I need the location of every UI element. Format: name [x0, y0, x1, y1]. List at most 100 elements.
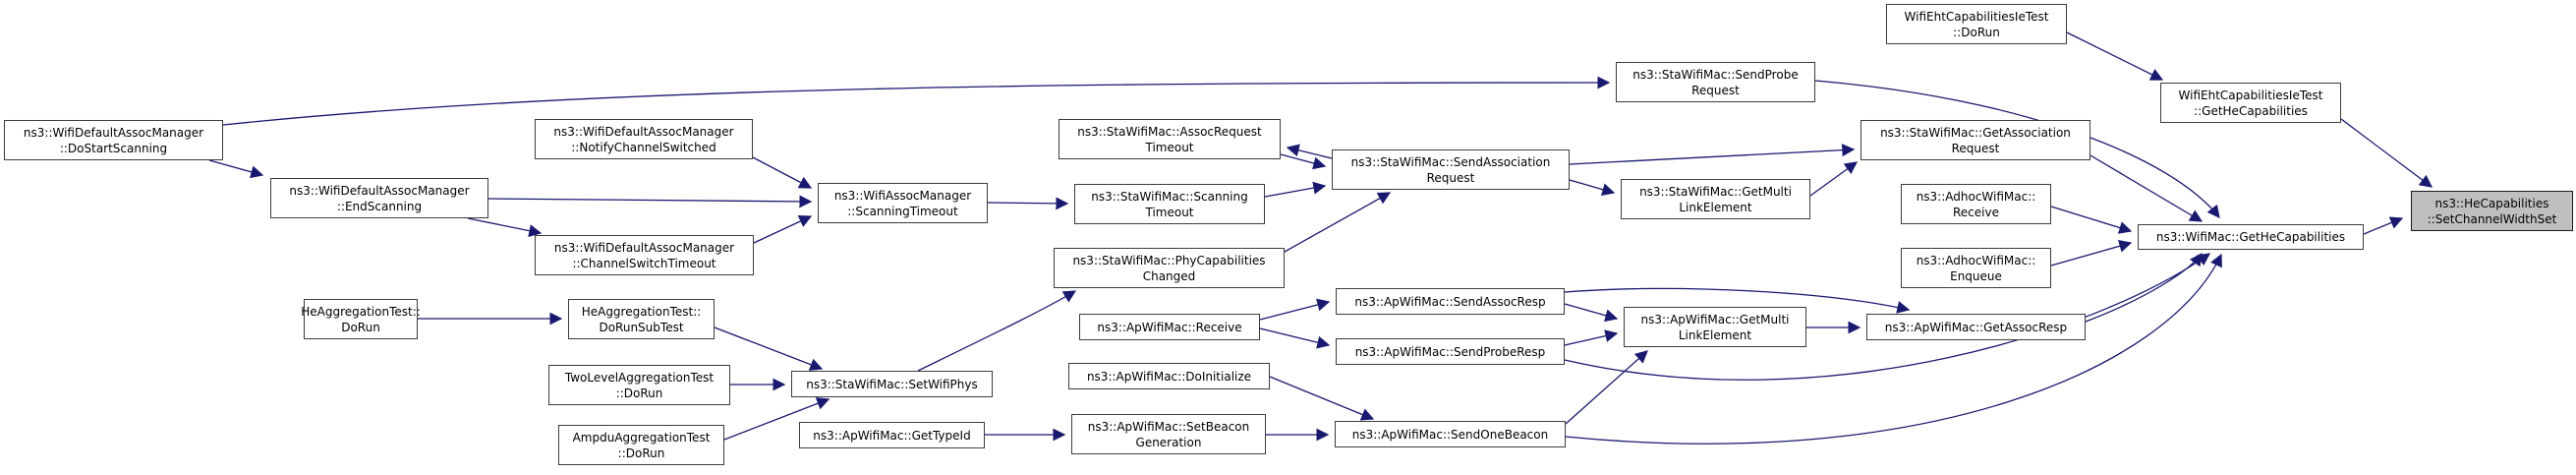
node-label: LinkElement [1679, 200, 1752, 214]
node-label: ns3::AdhocWifiMac:: [1916, 189, 2036, 204]
node-label: ns3::StaWifiMac::SendAssociation [1350, 154, 1551, 169]
node-label: ns3::WifiMac::GetHeCapabilities [2155, 230, 2346, 244]
node-label: ns3::HeCapabilities [2434, 196, 2549, 210]
node-label: ::ChannelSwitchTimeout [572, 256, 716, 270]
node-label: ::EndScanning [336, 199, 423, 213]
node-label: ns3::ApWifiMac::Receive [1097, 320, 1242, 334]
node-label: Receive [1953, 205, 1999, 219]
node-label: ::DoStartScanning [59, 141, 168, 155]
node-ap-set-beacon-generation[interactable]: ns3::ApWifiMac::SetBeacon Generation [1071, 414, 1266, 454]
node-do-start-scanning[interactable]: ns3::WifiDefaultAssocManager ::DoStartSc… [4, 120, 223, 160]
node-label: HeAggregationTest:: [301, 304, 421, 319]
edge-send-association-request-to-assoc-request-timeout [1286, 144, 1333, 159]
node-label: HeAggregationTest:: [581, 304, 702, 319]
node-label: ::DoRun [615, 386, 663, 400]
node-label: ns3::ApWifiMac::GetMulti [1640, 312, 1790, 327]
node-he-set-channel-width-set-target: ns3::HeCapabilities ::SetChannelWidthSet [2411, 191, 2573, 231]
node-label: ns3::ApWifiMac::DoInitialize [1086, 369, 1252, 384]
node-label: Changed [1142, 268, 1196, 283]
node-he-aggregation-do-run[interactable]: HeAggregationTest:: DoRun [301, 299, 421, 339]
node-label: DoRun [341, 320, 380, 334]
node-label: ns3::WifiDefaultAssocManager [289, 183, 470, 198]
node-label: ::DoRun [617, 445, 665, 460]
node-label: TwoLevelAggregationTest [564, 370, 715, 385]
node-ap-get-type-id[interactable]: ns3::ApWifiMac::GetTypeId [799, 422, 985, 448]
edge-get-assoc-resp-to-wifi-mac-get-he-capabilities [2085, 252, 2203, 323]
node-label: Request [1951, 141, 2000, 155]
node-label: ns3::WifiDefaultAssocManager [23, 125, 204, 140]
edge-channel-switch-timeout-to-assoc-mgr-scanning-timeout [753, 215, 813, 244]
node-label: ns3::ApWifiMac::GetTypeId [813, 428, 971, 443]
node-label: ns3::AdhocWifiMac:: [1916, 253, 2036, 267]
node-end-scanning[interactable]: ns3::WifiDefaultAssocManager ::EndScanni… [270, 178, 488, 218]
edge-wifi-mac-get-he-capabilities-to-set-channel-width-set [2363, 216, 2404, 235]
edge-adhoc-receive-to-wifi-mac-get-he-capabilities [2050, 206, 2133, 234]
node-notify-channel-switched[interactable]: ns3::WifiDefaultAssocManager ::NotifyCha… [535, 119, 753, 159]
node-label: ns3::WifiAssocManager [833, 188, 972, 203]
edge-notify-channel-switched-to-assoc-mgr-scanning-timeout [752, 156, 813, 189]
node-ap-send-probe-resp[interactable]: ns3::ApWifiMac::SendProbeResp [1336, 338, 1565, 365]
node-label: LinkElement [1678, 327, 1752, 342]
node-label: ns3::StaWifiMac::SendProbe [1632, 67, 1799, 82]
node-ap-get-assoc-resp[interactable]: ns3::ApWifiMac::GetAssocResp [1866, 314, 2086, 340]
node-ap-send-assoc-resp[interactable]: ns3::ApWifiMac::SendAssocResp [1336, 288, 1565, 315]
node-sta-set-wifi-phys[interactable]: ns3::StaWifiMac::SetWifiPhys [791, 371, 993, 397]
node-assoc-mgr-scanning-timeout[interactable]: ns3::WifiAssocManager ::ScanningTimeout [818, 183, 988, 223]
node-sta-scanning-timeout[interactable]: ns3::StaWifiMac::Scanning Timeout [1074, 184, 1265, 224]
node-label: ns3::ApWifiMac::SendAssocResp [1354, 294, 1546, 309]
node-adhoc-enqueue[interactable]: ns3::AdhocWifiMac:: Enqueue [1901, 248, 2051, 288]
edge-get-association-request-to-wifi-mac-get-he-capabilities [2089, 154, 2204, 222]
node-ampdu-do-run[interactable]: AmpduAggregationTest ::DoRun [558, 425, 724, 465]
edge-sta-get-multi-link-element-to-get-association-request [1809, 161, 1859, 197]
edge-eht-test-get-he-capabilities-to-set-channel-width-set [2340, 118, 2433, 188]
node-eht-test-get-he-capabilities[interactable]: WifiEhtCapabilitiesIeTest ::GetHeCapabil… [2160, 83, 2341, 123]
node-ap-get-multi-link-element[interactable]: ns3::ApWifiMac::GetMulti LinkElement [1624, 307, 1806, 347]
node-two-level-do-run[interactable]: TwoLevelAggregationTest ::DoRun [548, 365, 730, 405]
edge-send-association-request-to-get-association-request [1569, 144, 1856, 165]
edge-eht-test-do-run-to-eht-test-get-he-capabilities [2066, 31, 2164, 81]
node-adhoc-receive[interactable]: ns3::AdhocWifiMac:: Receive [1901, 184, 2051, 224]
node-eht-test-do-run[interactable]: WifiEhtCapabilitiesIeTest ::DoRun [1886, 4, 2067, 44]
node-wifi-mac-get-he-capabilities[interactable]: ns3::WifiMac::GetHeCapabilities [2138, 224, 2364, 250]
edge-do-start-scanning-to-send-probe-request [222, 76, 1611, 126]
edge-send-one-beacon-to-ap-get-multi-link-element [1565, 350, 1648, 425]
edge-do-initialize-to-send-one-beacon [1269, 376, 1375, 421]
node-label: ns3::StaWifiMac::SetWifiPhys [806, 377, 978, 391]
edge-phy-capabilities-changed-to-send-association-request [1284, 192, 1392, 253]
node-channel-switch-timeout[interactable]: ns3::WifiDefaultAssocManager ::ChannelSw… [535, 235, 754, 275]
node-label: ns3::StaWifiMac::Scanning [1091, 189, 1248, 204]
node-label: Timeout [1145, 140, 1194, 154]
node-sta-send-probe-request[interactable]: ns3::StaWifiMac::SendProbe Request [1616, 62, 1815, 102]
node-label: ::NotifyChannelSwitched [571, 140, 716, 154]
edge-sta-scanning-timeout-to-send-association-request [1264, 181, 1327, 198]
edge-assoc-mgr-scanning-timeout-to-sta-scanning-timeout [987, 197, 1069, 210]
edge-do-start-scanning-to-end-scanning [208, 159, 264, 179]
edge-send-assoc-resp-to-ap-get-multi-link-element [1564, 303, 1619, 323]
node-ap-do-initialize[interactable]: ns3::ApWifiMac::DoInitialize [1068, 363, 1270, 389]
node-label: ns3::StaWifiMac::GetAssociation [1880, 125, 2071, 140]
node-label: ns3::ApWifiMac::SendProbeResp [1354, 344, 1546, 359]
node-label: ::ScanningTimeout [847, 204, 958, 218]
node-sta-get-association-request[interactable]: ns3::StaWifiMac::GetAssociation Request [1860, 120, 2090, 160]
edge-assoc-request-timeout-to-send-association-request [1280, 153, 1327, 170]
node-label: ::GetHeCapabilities [2194, 103, 2308, 118]
node-label: DoRunSubTest [599, 320, 684, 334]
edge-do-run-sub-test-to-set-wifi-phys [714, 327, 824, 371]
edge-end-scanning-to-assoc-mgr-scanning-timeout [487, 195, 813, 208]
node-label: AmpduAggregationTest [572, 430, 711, 445]
edge-end-scanning-to-channel-switch-timeout [467, 217, 543, 238]
node-ap-receive[interactable]: ns3::ApWifiMac::Receive [1079, 314, 1260, 340]
node-sta-send-association-request[interactable]: ns3::StaWifiMac::SendAssociation Request [1332, 149, 1570, 190]
node-sta-assoc-request-timeout[interactable]: ns3::StaWifiMac::AssocRequest Timeout [1059, 119, 1281, 159]
node-ap-send-one-beacon[interactable]: ns3::ApWifiMac::SendOneBeacon [1335, 421, 1566, 447]
edge-set-wifi-phys-to-phy-capabilities-changed [917, 290, 1077, 372]
node-label: ::DoRun [1953, 25, 2000, 39]
node-label: Timeout [1145, 205, 1194, 219]
node-he-aggregation-do-run-sub-test[interactable]: HeAggregationTest:: DoRunSubTest [568, 299, 715, 339]
node-sta-get-multi-link-element[interactable]: ns3::StaWifiMac::GetMulti LinkElement [1621, 179, 1810, 219]
node-label: ns3::StaWifiMac::GetMulti [1639, 184, 1792, 199]
edge-send-probe-resp-to-ap-get-multi-link-element [1564, 329, 1619, 346]
node-sta-phy-capabilities-changed[interactable]: ns3::StaWifiMac::PhyCapabilities Changed [1054, 248, 1285, 288]
node-label: WifiEhtCapabilitiesIeTest [1904, 9, 2049, 24]
edge-ap-receive-to-send-assoc-resp [1259, 298, 1331, 321]
